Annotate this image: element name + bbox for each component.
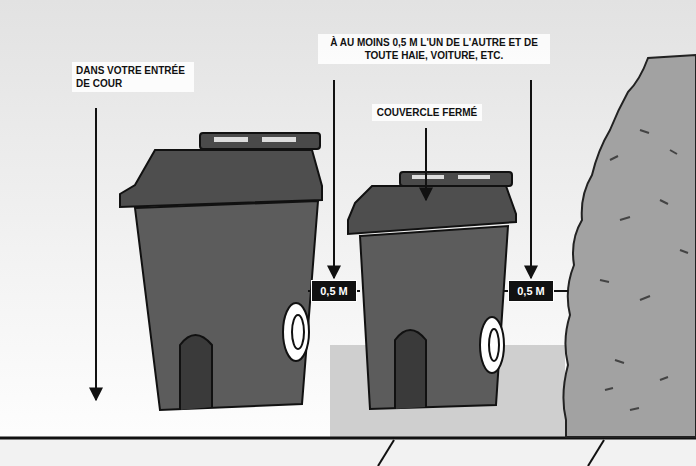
sidewalk-joint: [378, 440, 394, 466]
bin-lid: [120, 150, 322, 207]
bin-handle-slot: [262, 137, 296, 142]
leader-arrow: [425, 128, 427, 200]
bin-handle: [200, 133, 320, 149]
callout-label: COUVERCLE FERMÉ: [372, 104, 482, 121]
leader-arrow: [530, 80, 532, 278]
leader-arrow: [95, 108, 97, 400]
bin-wheel: [283, 303, 309, 361]
bin-handle-slot: [214, 137, 248, 142]
leader-arrow: [333, 80, 335, 278]
callout-label: DANS VOTRE ENTRÉE DE COUR: [72, 62, 194, 92]
bin-notch: [180, 335, 212, 410]
bin-notch: [395, 330, 426, 409]
bin: [120, 133, 322, 410]
bin-wheel: [480, 317, 504, 373]
sidewalk-joint: [588, 440, 604, 466]
callout-label: À AU MOINS 0,5 M L'UN DE L'AUTRE ET DE T…: [318, 34, 550, 64]
dimension-box: 0,5 M: [311, 280, 357, 302]
bin-handle-slot: [412, 175, 444, 179]
bin-body: [360, 226, 508, 409]
hedge-shape: [563, 55, 696, 437]
dimension-text: 0,5 M: [517, 285, 545, 297]
bin-handle: [400, 172, 512, 186]
sidewalk: [0, 439, 696, 466]
dimension-text: 0,5 M: [320, 285, 348, 297]
hedge-leaves: [600, 130, 688, 410]
bin-body: [135, 201, 318, 410]
bin-wheel-hub: [292, 315, 304, 349]
leaders: [96, 80, 568, 400]
bin-handle-slot: [458, 175, 490, 179]
dimension-box: 0,5 M: [508, 280, 554, 302]
bin: [348, 172, 516, 409]
bin-wheel-hub: [489, 329, 499, 361]
hedge: [563, 55, 696, 437]
